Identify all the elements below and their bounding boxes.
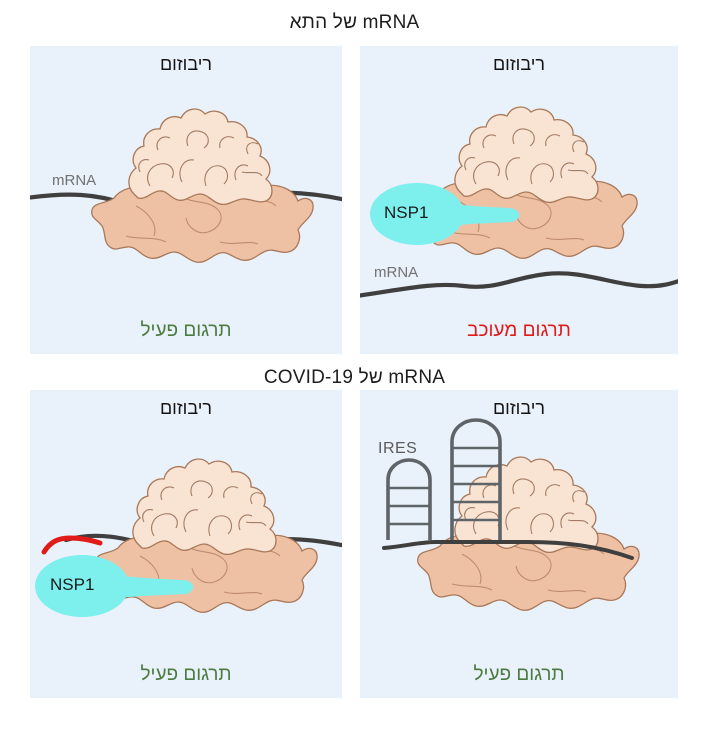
- ribosome-label: ריבוזום: [492, 398, 546, 418]
- nsp1-label: NSP1: [50, 575, 95, 594]
- mrna-strand: [382, 540, 634, 560]
- ribosome-large-subunit: [128, 108, 273, 206]
- panel-cell-normal: ריבוזום mRNA תרגום פעיל: [30, 46, 342, 354]
- ribosome-small-subunit: [91, 184, 314, 263]
- nsp1-body: [370, 183, 464, 245]
- ribosome-small-subunit: [95, 534, 318, 613]
- ires-hairpin-short-stem: [386, 458, 432, 540]
- mrna-label: mRNA: [52, 172, 97, 189]
- panel-cell-nsp1-blocked: ריבוזום NSP1 mRNA תרגום מעוכב: [360, 46, 678, 354]
- ribosome-large-subunit: [454, 106, 599, 204]
- nsp1-body: [35, 555, 129, 617]
- ribosome-large-subunit: [132, 458, 277, 556]
- mrna-strand: [360, 271, 678, 298]
- ribosome-label: ריבוזום: [159, 398, 213, 418]
- ires-hairpin-tall-stem: [450, 418, 502, 540]
- ribosome-large-subunit: [454, 456, 599, 554]
- status-badge: תרגום פעיל: [140, 664, 232, 685]
- panel-covid-nsp1-bypass-illustration: [35, 458, 342, 617]
- nsp1-label: NSP1: [384, 203, 429, 222]
- ribosome-label: ריבוזום: [159, 54, 213, 74]
- status-badge: תרגום פעיל: [473, 664, 565, 685]
- ires-hairpin-tall-rungs: [452, 446, 500, 522]
- ires-hairpin-short-rungs: [388, 486, 430, 526]
- large-subunit-texture: [464, 128, 589, 185]
- panel-cell-normal-illustration: [30, 108, 342, 263]
- section-title-covid-mrna: mRNA של COVID-19: [263, 367, 446, 388]
- status-badge: תרגום פעיל: [140, 320, 232, 341]
- section-title-cell-mrna: mRNA של התא: [289, 12, 420, 33]
- status-badge: תרגום מעוכב: [467, 320, 571, 341]
- ribosome-small-subunit: [417, 532, 640, 611]
- panel-covid-ires: ריבוזום IRES תרגום פעיל: [360, 390, 678, 698]
- large-subunit-texture: [142, 480, 267, 537]
- ires-structure: [386, 418, 502, 540]
- panel-covid-ires-illustration: [382, 418, 640, 611]
- ribosome-label: ריבוזום: [492, 54, 546, 74]
- large-subunit-texture: [138, 130, 263, 187]
- ires-label: IRES: [378, 440, 418, 457]
- mrna-label: mRNA: [374, 264, 419, 281]
- panel-cell-nsp1-blocked-illustration: [360, 106, 678, 298]
- panel-covid-nsp1-bypass: ריבוזום NSP1 תרגום פעיל: [30, 390, 342, 698]
- mrna-5utr-red-segment: [41, 535, 103, 555]
